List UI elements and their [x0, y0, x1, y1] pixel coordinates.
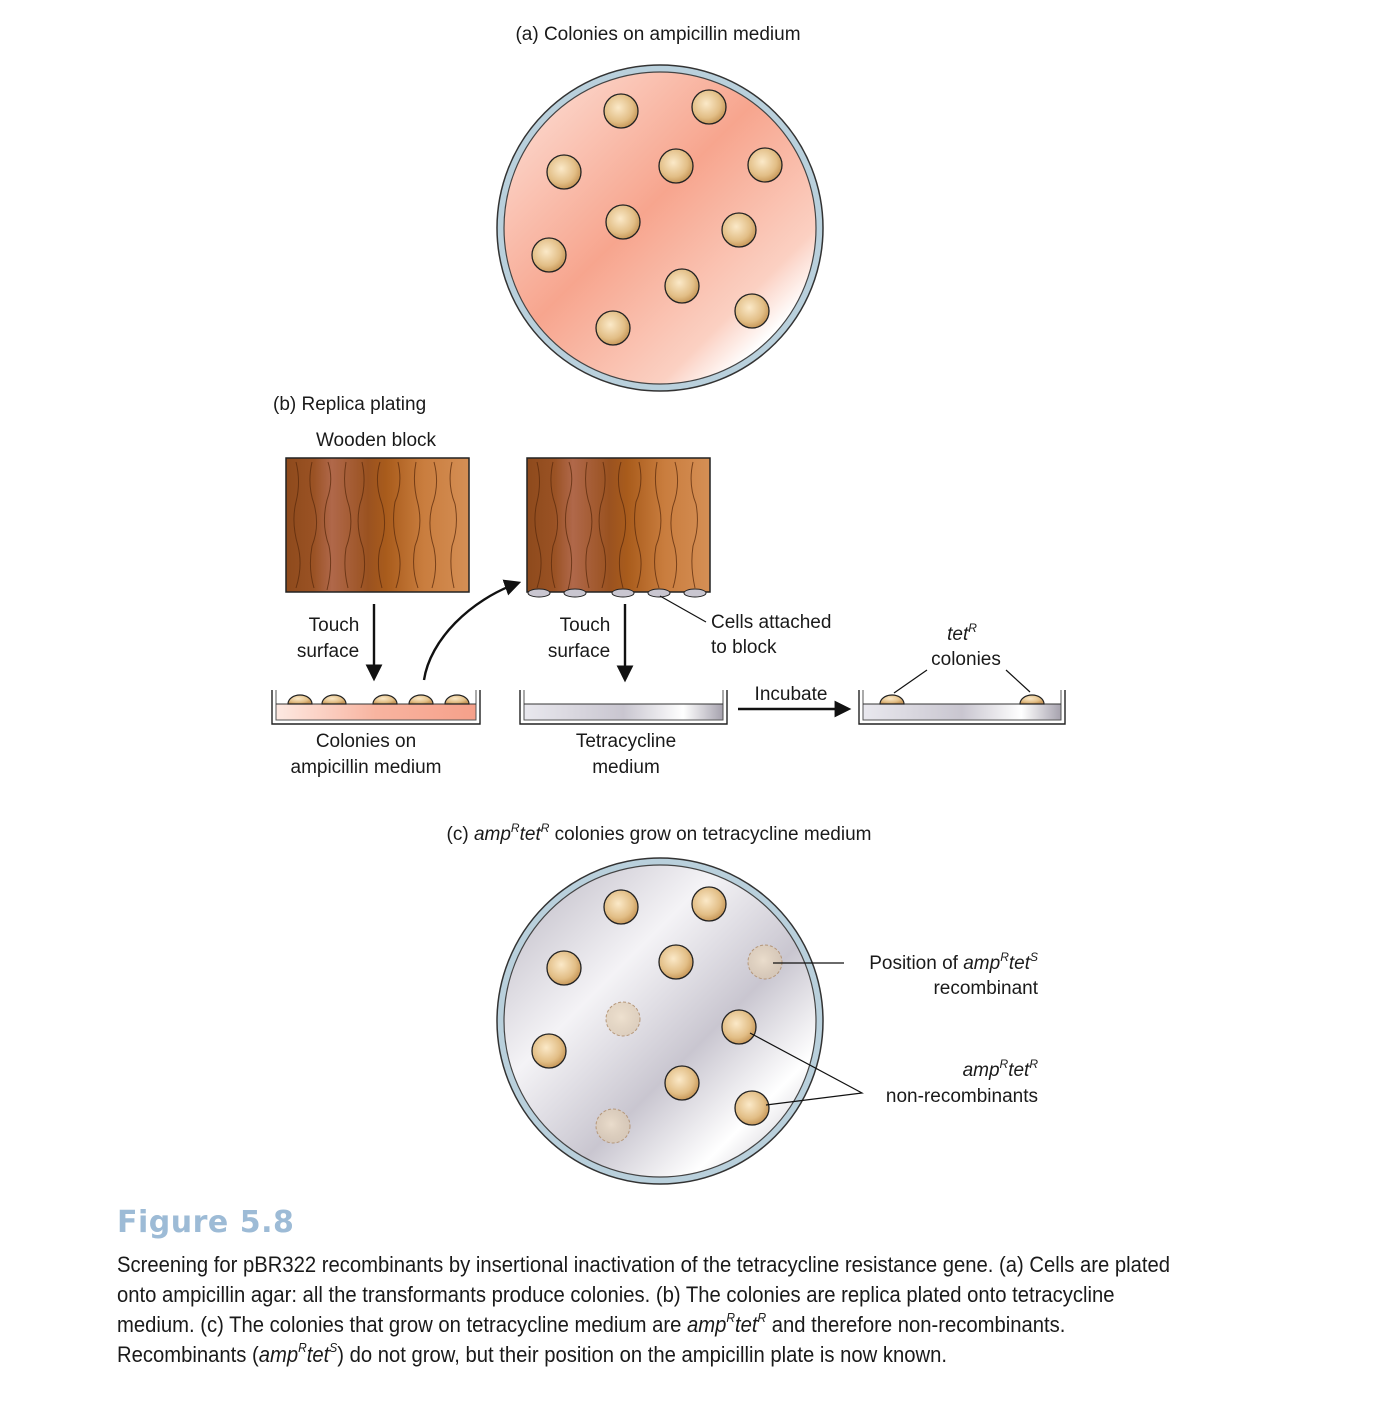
colony	[595, 310, 631, 346]
recombinant-ghost	[747, 944, 783, 980]
colonies-top-plate	[531, 89, 783, 346]
dish-1-label-line1: Colonies on	[316, 731, 416, 752]
colony	[734, 1090, 770, 1126]
touch-surface-1-line2: surface	[297, 641, 359, 662]
colony	[603, 889, 639, 925]
colony	[691, 89, 727, 125]
figure-caption: Screening for pBR322 recombinants by ins…	[117, 1252, 1171, 1367]
recombinant-ghost	[595, 1108, 631, 1144]
colonies-bottom-plate	[531, 886, 783, 1144]
tetracycline-plate-bottom	[496, 857, 824, 1185]
position-recombinant-label: Position of ampRtetS	[869, 950, 1038, 974]
replica-plating-diagram: (a) Colonies on ampicillin medium (b) Re…	[271, 24, 1066, 1185]
wooden-block-label: Wooden block	[316, 430, 437, 451]
colony	[531, 237, 567, 273]
colony	[721, 212, 757, 248]
attached-cells	[527, 588, 707, 598]
dish-ampicillin	[271, 690, 481, 725]
colony	[605, 204, 641, 240]
panel-b-title: (b) Replica plating	[273, 394, 426, 415]
colony	[531, 1033, 567, 1069]
figure-title: Figure 5.8	[117, 1205, 295, 1240]
touch-surface-1-line1: Touch	[309, 615, 360, 636]
dish-2-label-line1: Tetracycline	[576, 731, 676, 752]
non-recombinant-leader	[749, 1032, 864, 1106]
recombinant-label: recombinant	[933, 978, 1038, 999]
dish-2-label-line2: medium	[592, 757, 660, 778]
panel-c-title: (c) ampRtetR colonies grow on tetracycli…	[447, 821, 872, 845]
colony	[658, 148, 694, 184]
colony	[734, 293, 770, 329]
touch-surface-2-line1: Touch	[560, 615, 611, 636]
colony	[664, 1065, 700, 1101]
recombinant-ghost	[605, 1001, 641, 1037]
tet-leader-right	[1005, 669, 1031, 693]
colony	[658, 944, 694, 980]
dish-incubated	[858, 690, 1066, 725]
transfer-arrow	[422, 579, 522, 681]
wooden-block-1	[285, 457, 470, 593]
colony	[546, 950, 582, 986]
cells-attached-line1: Cells attached	[711, 612, 831, 633]
colony	[747, 147, 783, 183]
incubate-label: Incubate	[755, 684, 828, 705]
colony	[546, 154, 582, 190]
tet-colonies-label: colonies	[931, 649, 1001, 670]
cells-attached-leader	[659, 595, 707, 623]
colony	[691, 886, 727, 922]
colony	[721, 1009, 757, 1045]
amp-tet-label: ampRtetR	[963, 1057, 1039, 1081]
ampicillin-plate-top	[496, 64, 824, 392]
colony	[603, 93, 639, 129]
non-recombinants-label: non-recombinants	[886, 1086, 1038, 1107]
dish-tetracycline	[519, 690, 728, 725]
panel-a-title: (a) Colonies on ampicillin medium	[515, 24, 800, 45]
colony	[664, 268, 700, 304]
tet-leader-left	[893, 669, 928, 694]
touch-surface-2-line2: surface	[548, 641, 610, 662]
tet-r-label: tetR	[947, 621, 977, 645]
wooden-block-2	[526, 457, 711, 598]
dish-1-label-line2: ampicillin medium	[291, 757, 442, 778]
cells-attached-line2: to block	[711, 637, 777, 658]
